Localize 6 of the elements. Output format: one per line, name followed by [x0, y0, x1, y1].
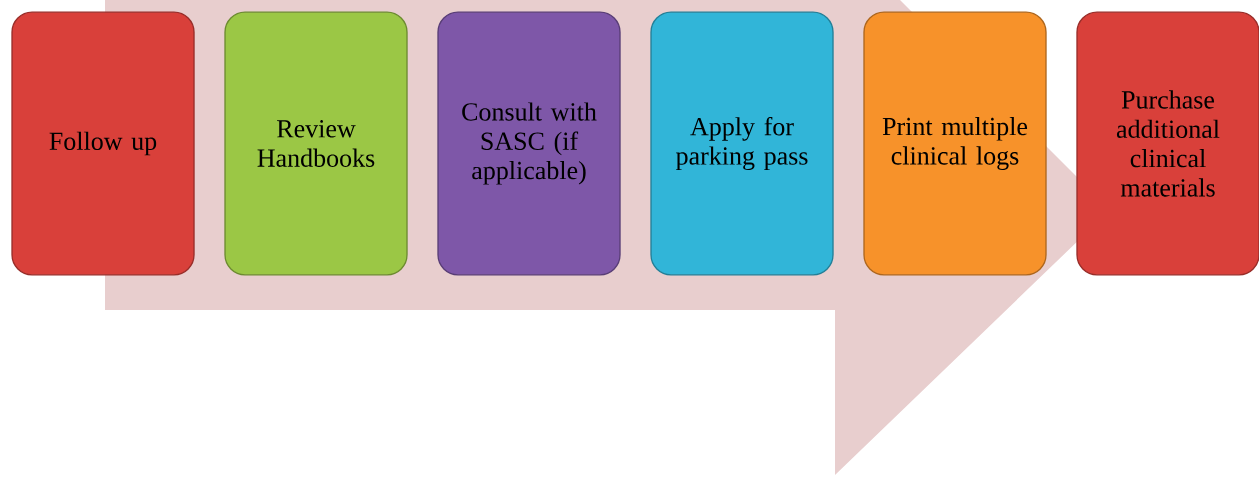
process-box: Print multiple clinical logs [863, 11, 1047, 276]
process-box: Review Handbooks [224, 11, 408, 276]
process-box: Follow up [11, 11, 195, 276]
process-box: Apply for parking pass [650, 11, 834, 276]
process-box: Consult with SASC (if applicable) [437, 11, 621, 276]
process-box: Purchase additional clinical materials [1076, 11, 1259, 276]
